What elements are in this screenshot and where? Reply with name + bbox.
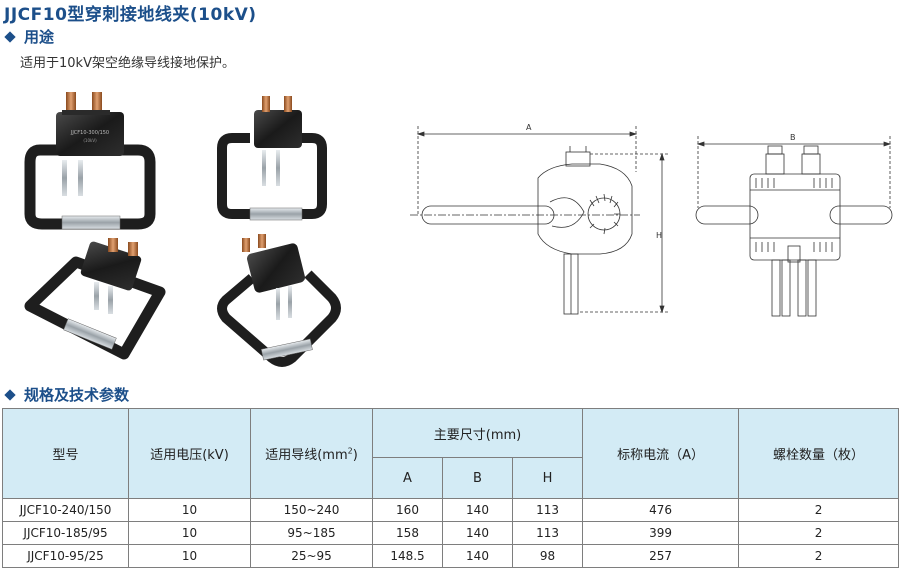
cell-wire: 25~95	[250, 544, 373, 568]
cell-h: 98	[511, 544, 584, 568]
table-row: JJCF10-185/95 10 95~185 158 140 113 399 …	[2, 521, 900, 545]
col-header-voltage: 适用电压(kV)	[128, 408, 251, 499]
dim-label-b: B	[790, 133, 796, 142]
clamp-photo-4	[217, 234, 341, 367]
cell-model: JJCF10-185/95	[2, 521, 129, 545]
cell-wire: 150~240	[250, 498, 373, 522]
cell-a: 160	[372, 498, 443, 522]
spec-table: 型号 适用电压(kV) 适用导线(mm2) 主要尺寸(mm) 标称电流（A） 螺…	[2, 408, 900, 568]
cell-voltage: 10	[128, 498, 251, 522]
cell-voltage: 10	[128, 521, 251, 545]
table-header-row: 型号 适用电压(kV) 适用导线(mm2) 主要尺寸(mm) 标称电流（A） 螺…	[2, 408, 900, 499]
cell-b: 140	[442, 498, 513, 522]
page-title: JJCF10型穿刺接地线夹(10kV)	[4, 5, 257, 25]
dim-label-h: H	[656, 231, 662, 240]
clamp-photo-sublabel: (10kV)	[83, 138, 97, 143]
cell-a: 148.5	[372, 544, 443, 568]
spec-heading-text: 规格及技术参数	[24, 386, 130, 404]
col-header-dims: 主要尺寸(mm)	[371, 408, 584, 458]
col-header-current: 标称电流（A）	[582, 408, 740, 499]
cell-bolts: 2	[738, 521, 900, 545]
cell-model: JJCF10-240/150	[2, 498, 129, 522]
col-header-h: H	[511, 457, 584, 499]
technical-drawing: A H B	[410, 123, 893, 317]
usage-heading-text: 用途	[24, 28, 55, 46]
col-header-a: A	[372, 457, 443, 499]
product-photos: JJCF10-300/150 (10kV)	[24, 92, 341, 367]
clamp-photo-2	[217, 96, 327, 221]
spec-heading: 规格及技术参数	[4, 384, 130, 405]
usage-text: 适用于10kV架空绝缘导线接地保护。	[20, 56, 235, 71]
col-header-bolts: 螺栓数量（枚）	[738, 408, 900, 499]
cell-current: 399	[582, 521, 740, 545]
table-row: JJCF10-240/150 10 150~240 160 140 113 47…	[2, 498, 900, 522]
cell-model: JJCF10-95/25	[2, 544, 129, 568]
cell-b: 140	[442, 544, 513, 568]
diamond-bullet-icon	[4, 30, 16, 43]
cell-current: 257	[582, 544, 740, 568]
col-header-b: B	[442, 457, 513, 499]
cell-voltage: 10	[128, 544, 251, 568]
cell-h: 113	[511, 498, 584, 522]
cell-a: 158	[372, 521, 443, 545]
cell-current: 476	[582, 498, 740, 522]
clamp-photo-label: JJCF10-300/150	[70, 130, 109, 136]
dim-label-a: A	[526, 123, 532, 132]
usage-heading: 用途	[4, 26, 55, 47]
side-view-drawing: B	[695, 133, 893, 317]
cell-b: 140	[442, 521, 513, 545]
clamp-photo-1: JJCF10-300/150 (10kV)	[24, 92, 156, 230]
cell-bolts: 2	[738, 498, 900, 522]
cell-bolts: 2	[738, 544, 900, 568]
col-header-wire: 适用导线(mm2)	[250, 408, 373, 499]
table-subheader-row: A B H	[3, 457, 899, 499]
cell-wire: 95~185	[250, 521, 373, 545]
front-view-drawing: A H	[410, 123, 670, 315]
diamond-bullet-icon	[4, 388, 16, 401]
col-header-model: 型号	[2, 408, 129, 499]
cell-h: 113	[511, 521, 584, 545]
table-row: JJCF10-95/25 10 25~95 148.5 140 98 257 2	[2, 544, 900, 568]
clamp-photo-3	[24, 238, 166, 360]
